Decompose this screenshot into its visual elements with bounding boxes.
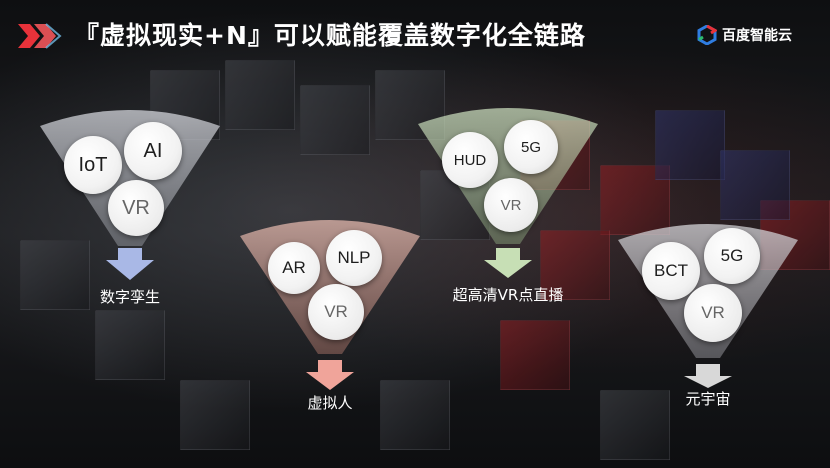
down-arrow-icon [306,360,354,390]
brand: 百度智能云 [697,24,792,46]
funnel-metaverse: BCT 5G VR 元宇宙 [616,222,800,418]
down-arrow-icon [106,248,154,280]
tag-bubble: AI [124,122,182,180]
page-title: 『虚拟现实+N』可以赋能覆盖数字化全链路 [74,21,586,50]
funnel-vr-live: HUD 5G VR 超高清VR点直播 [416,106,600,306]
tag-bubble: VR [484,178,538,232]
tag-bubble: HUD [442,132,498,188]
funnel-digital-twin: IoT AI VR 数字孪生 [38,108,222,308]
down-arrow-icon [484,248,532,278]
tag-bubble: VR [308,284,364,340]
tag-bubble: VR [108,180,164,236]
funnel-caption: 超高清VR点直播 [452,286,564,304]
tag-bubble: VR [684,284,742,342]
logo-icon [18,23,62,49]
funnel-caption: 虚拟人 [307,394,353,412]
cloud-logo-icon [697,25,717,45]
funnel-virtual-human: AR NLP VR 虚拟人 [238,218,422,414]
tag-bubble: 5G [704,228,760,284]
tag-bubble: AR [268,242,320,294]
funnel-caption: 数字孪生 [99,288,160,306]
brand-name: 百度智能云 [722,28,792,44]
tag-bubble: BCT [642,242,700,300]
down-arrow-icon [684,364,732,388]
tag-bubble: NLP [326,230,382,286]
funnel-caption: 元宇宙 [685,390,731,408]
tag-bubble: IoT [64,136,122,194]
tag-bubble: 5G [504,120,558,174]
